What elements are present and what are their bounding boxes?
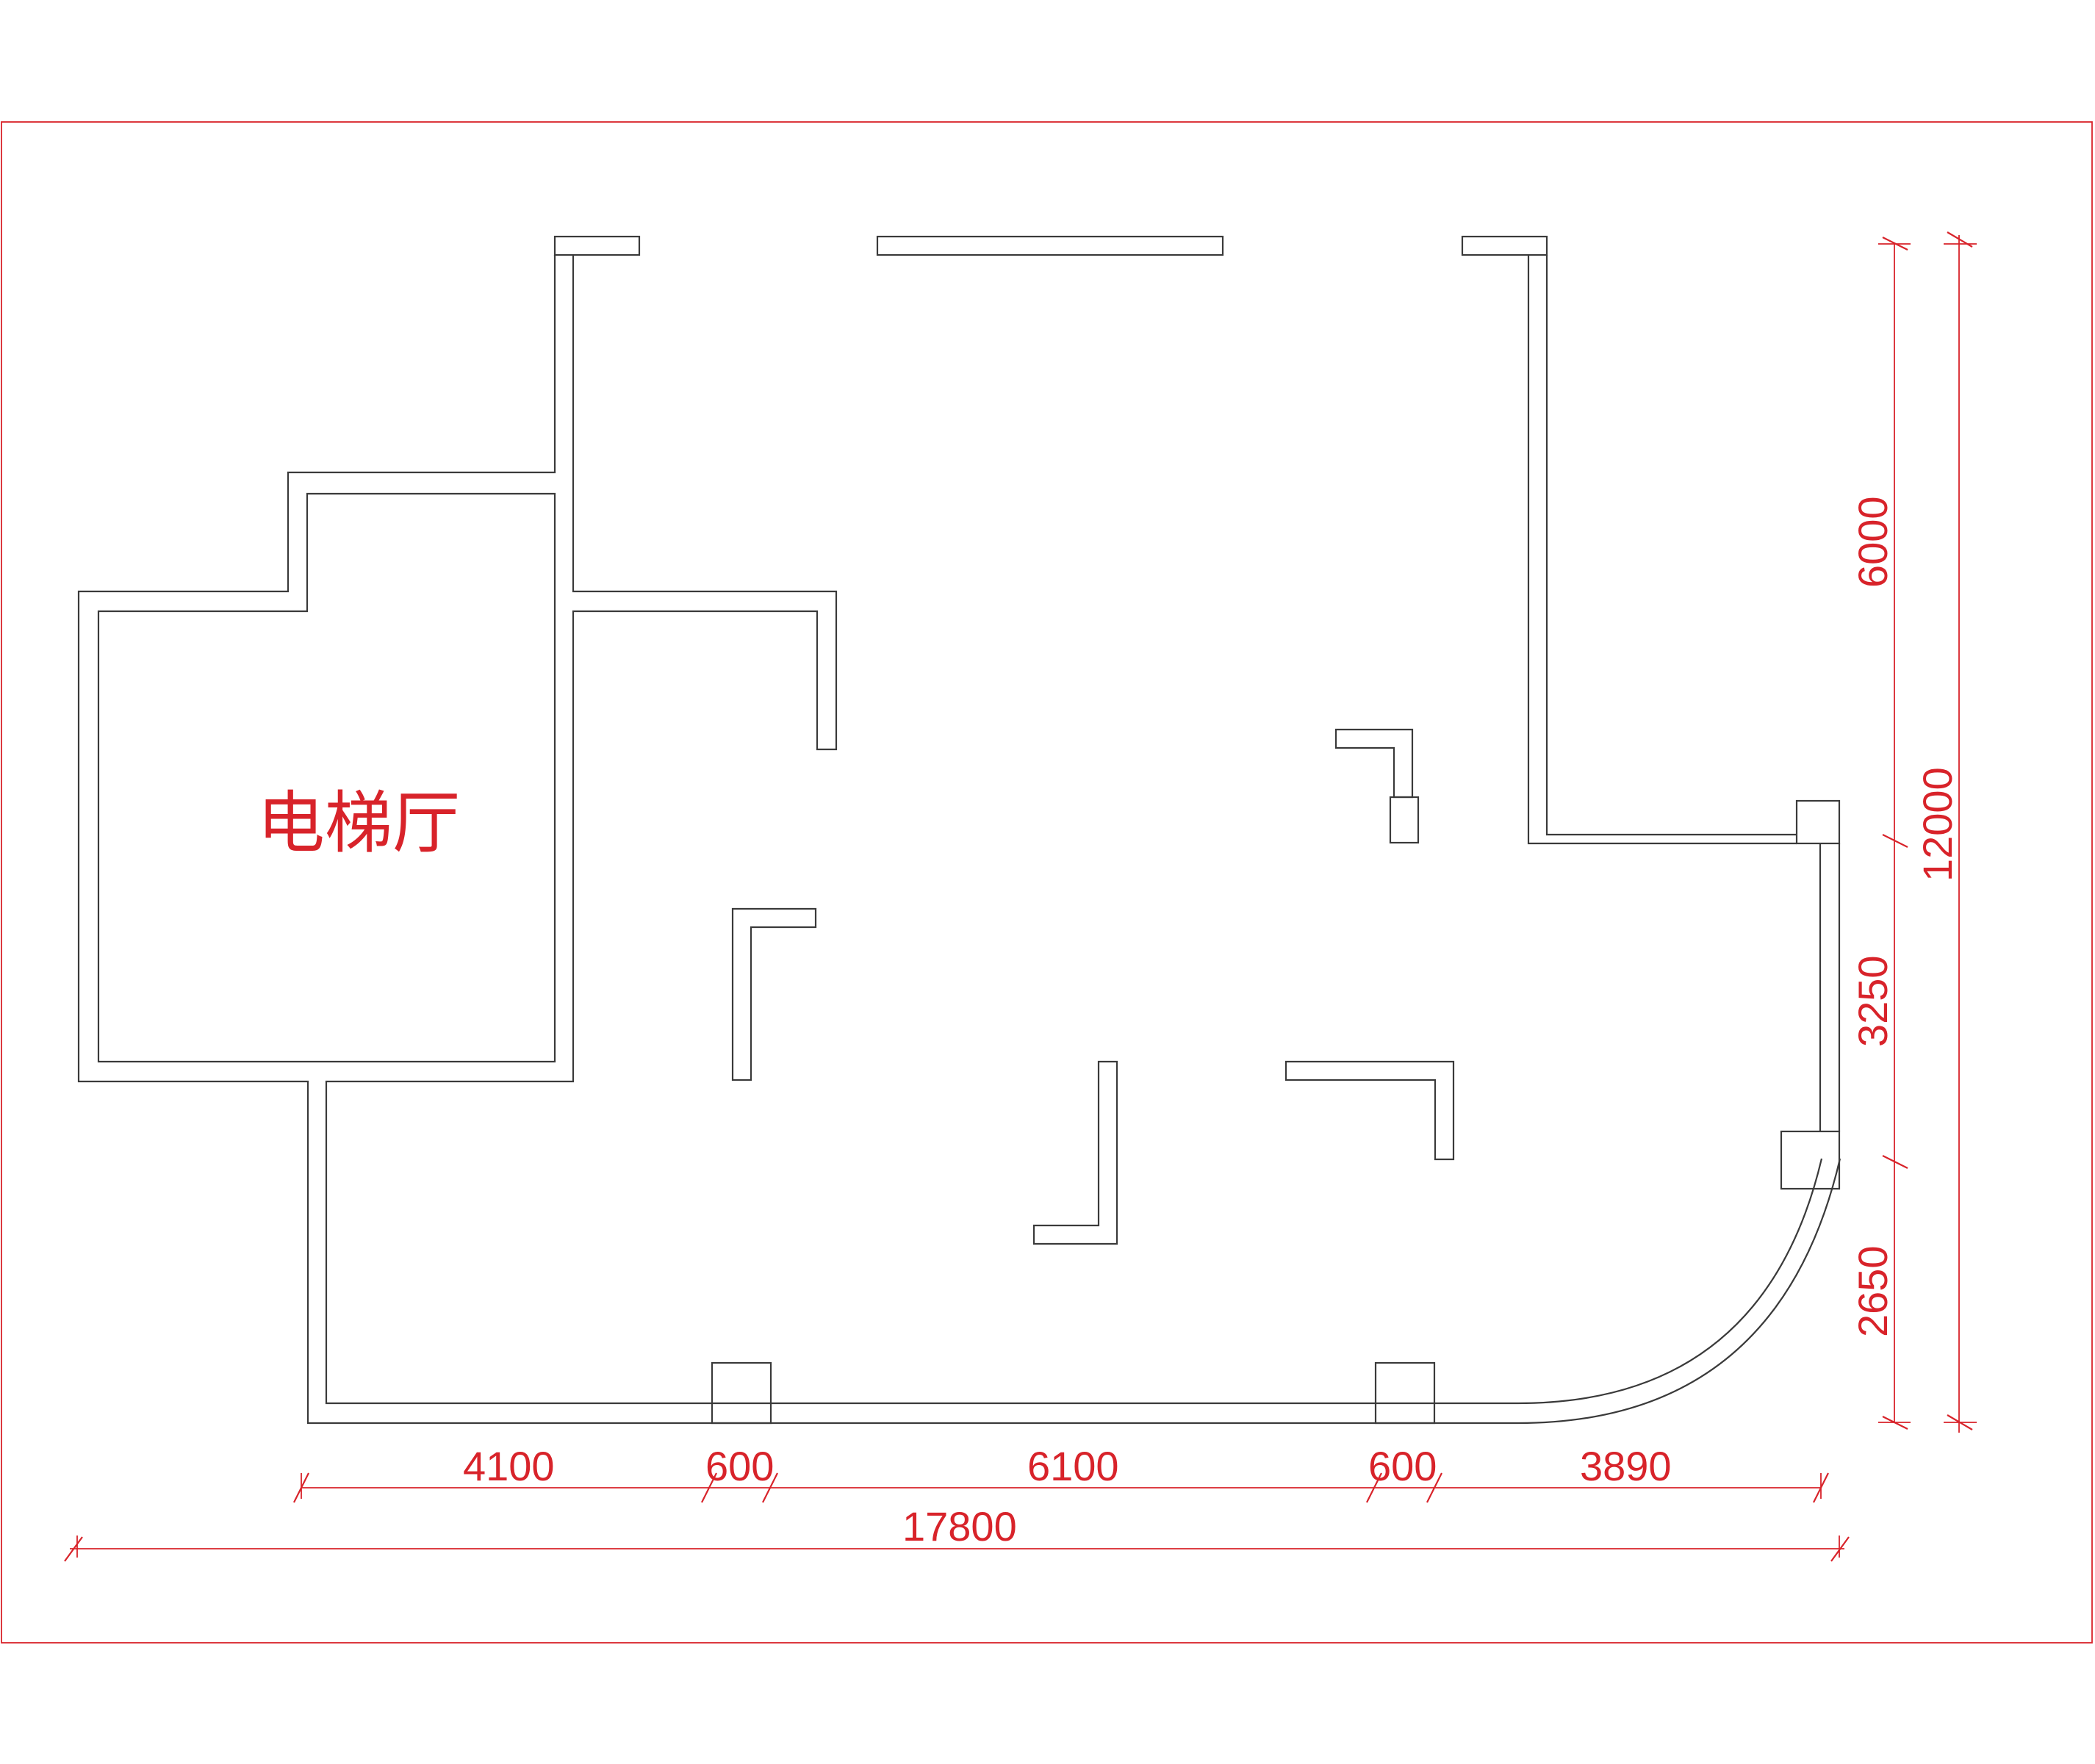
dim-bottom-3890: 3890 <box>1580 1443 1672 1489</box>
column-right-lower <box>1780 1130 1841 1190</box>
right-lower-wall <box>1819 843 1841 1131</box>
dim-right-2650: 2650 <box>1850 1245 1896 1337</box>
partition-right-l <box>1284 1060 1455 1161</box>
partition-small-hook <box>1334 728 1414 799</box>
left-inner-wall <box>325 255 1823 1405</box>
drawing-frame <box>1 121 2093 1644</box>
top-wall-stub-right <box>1461 235 1548 256</box>
left-outer-wall <box>77 255 1841 1425</box>
right-dimensions: 6000 3250 2650 12000 <box>1850 231 1977 1433</box>
top-wall-stub-left <box>553 235 641 256</box>
right-wall <box>1527 255 1797 845</box>
column-right-upper <box>1795 799 1841 845</box>
top-wall-middle <box>876 235 1224 256</box>
dim-right-6000: 6000 <box>1850 496 1896 588</box>
partition-left-l <box>731 907 817 1081</box>
column-bottom-right <box>1374 1361 1436 1425</box>
walls <box>77 235 1841 1425</box>
dim-right-3250: 3250 <box>1850 955 1896 1047</box>
elevator-hall-inner <box>97 492 556 1063</box>
column-bottom-left <box>711 1361 772 1425</box>
dim-bottom-600-left: 600 <box>705 1443 774 1489</box>
dim-right-total: 12000 <box>1914 767 1961 882</box>
partition-center-l <box>1032 1060 1118 1245</box>
dim-bottom-4100: 4100 <box>463 1443 555 1489</box>
dim-bottom-600-right: 600 <box>1368 1443 1437 1489</box>
column-small <box>1389 796 1420 844</box>
bottom-dimensions: 4100 600 6100 600 3890 17800 <box>64 1443 1850 1562</box>
dim-bottom-6100: 6100 <box>1027 1443 1119 1489</box>
dim-bottom-total: 17800 <box>902 1503 1017 1549</box>
room-label-elevator-hall: 电梯厅 <box>257 784 460 863</box>
